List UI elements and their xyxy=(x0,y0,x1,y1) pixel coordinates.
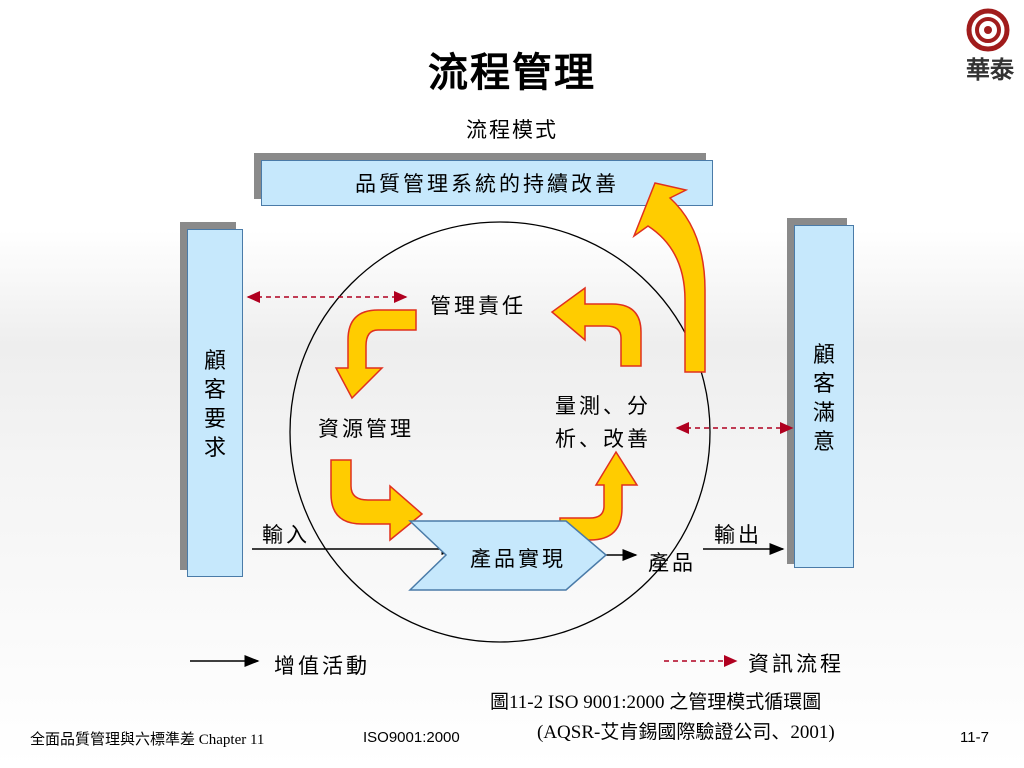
improvement-up-arrow xyxy=(632,182,706,373)
customer-satisfaction-box: 顧客滿意 xyxy=(794,225,854,568)
product-realization-chevron xyxy=(408,520,608,591)
customer-requirements-box: 顧客要求 xyxy=(187,229,243,577)
logo-text: 華泰 xyxy=(966,56,1014,84)
product-label: 產品 xyxy=(648,551,696,575)
footer-topic: ISO9001:2000 xyxy=(363,729,460,746)
footer-page-number: 11-7 xyxy=(960,729,989,746)
output-label: 輸出 xyxy=(714,523,762,547)
customer-satisfaction-label: 顧客滿意 xyxy=(812,343,835,455)
management-responsibility-label: 管理責任 xyxy=(430,294,526,318)
page-title: 流程管理 xyxy=(428,49,596,96)
management-to-resources-arrow xyxy=(334,309,417,400)
figure-caption-line1: 圖11-2 ISO 9001:2000 之管理模式循環圖 xyxy=(490,692,822,713)
resource-management-label: 資源管理 xyxy=(318,417,414,441)
figure-caption-line2: (AQSR-艾肯錫國際驗證公司、2001) xyxy=(537,722,835,743)
page-subtitle: 流程模式 xyxy=(466,118,558,142)
realization-to-measure-arrow xyxy=(559,450,639,541)
footer-course-title: 全面品質管理與六標準差 Chapter 11 xyxy=(30,732,265,748)
measurement-label-line2: 析、改善 xyxy=(555,427,651,451)
measure-to-management-arrow xyxy=(550,286,642,367)
input-label: 輸入 xyxy=(262,523,310,547)
measurement-label-line1: 量測、分 xyxy=(555,394,651,418)
legend-info-flow-label: 資訊流程 xyxy=(748,652,844,676)
ring-logo-icon xyxy=(966,8,1010,52)
customer-requirements-label: 顧客要求 xyxy=(203,349,226,461)
resources-to-realization-arrow xyxy=(330,459,424,542)
continual-improvement-box: 品質管理系統的持續改善 xyxy=(261,160,713,206)
product-realization-label: 產品實現 xyxy=(470,547,566,571)
legend-value-activity-label: 增值活動 xyxy=(274,654,370,678)
